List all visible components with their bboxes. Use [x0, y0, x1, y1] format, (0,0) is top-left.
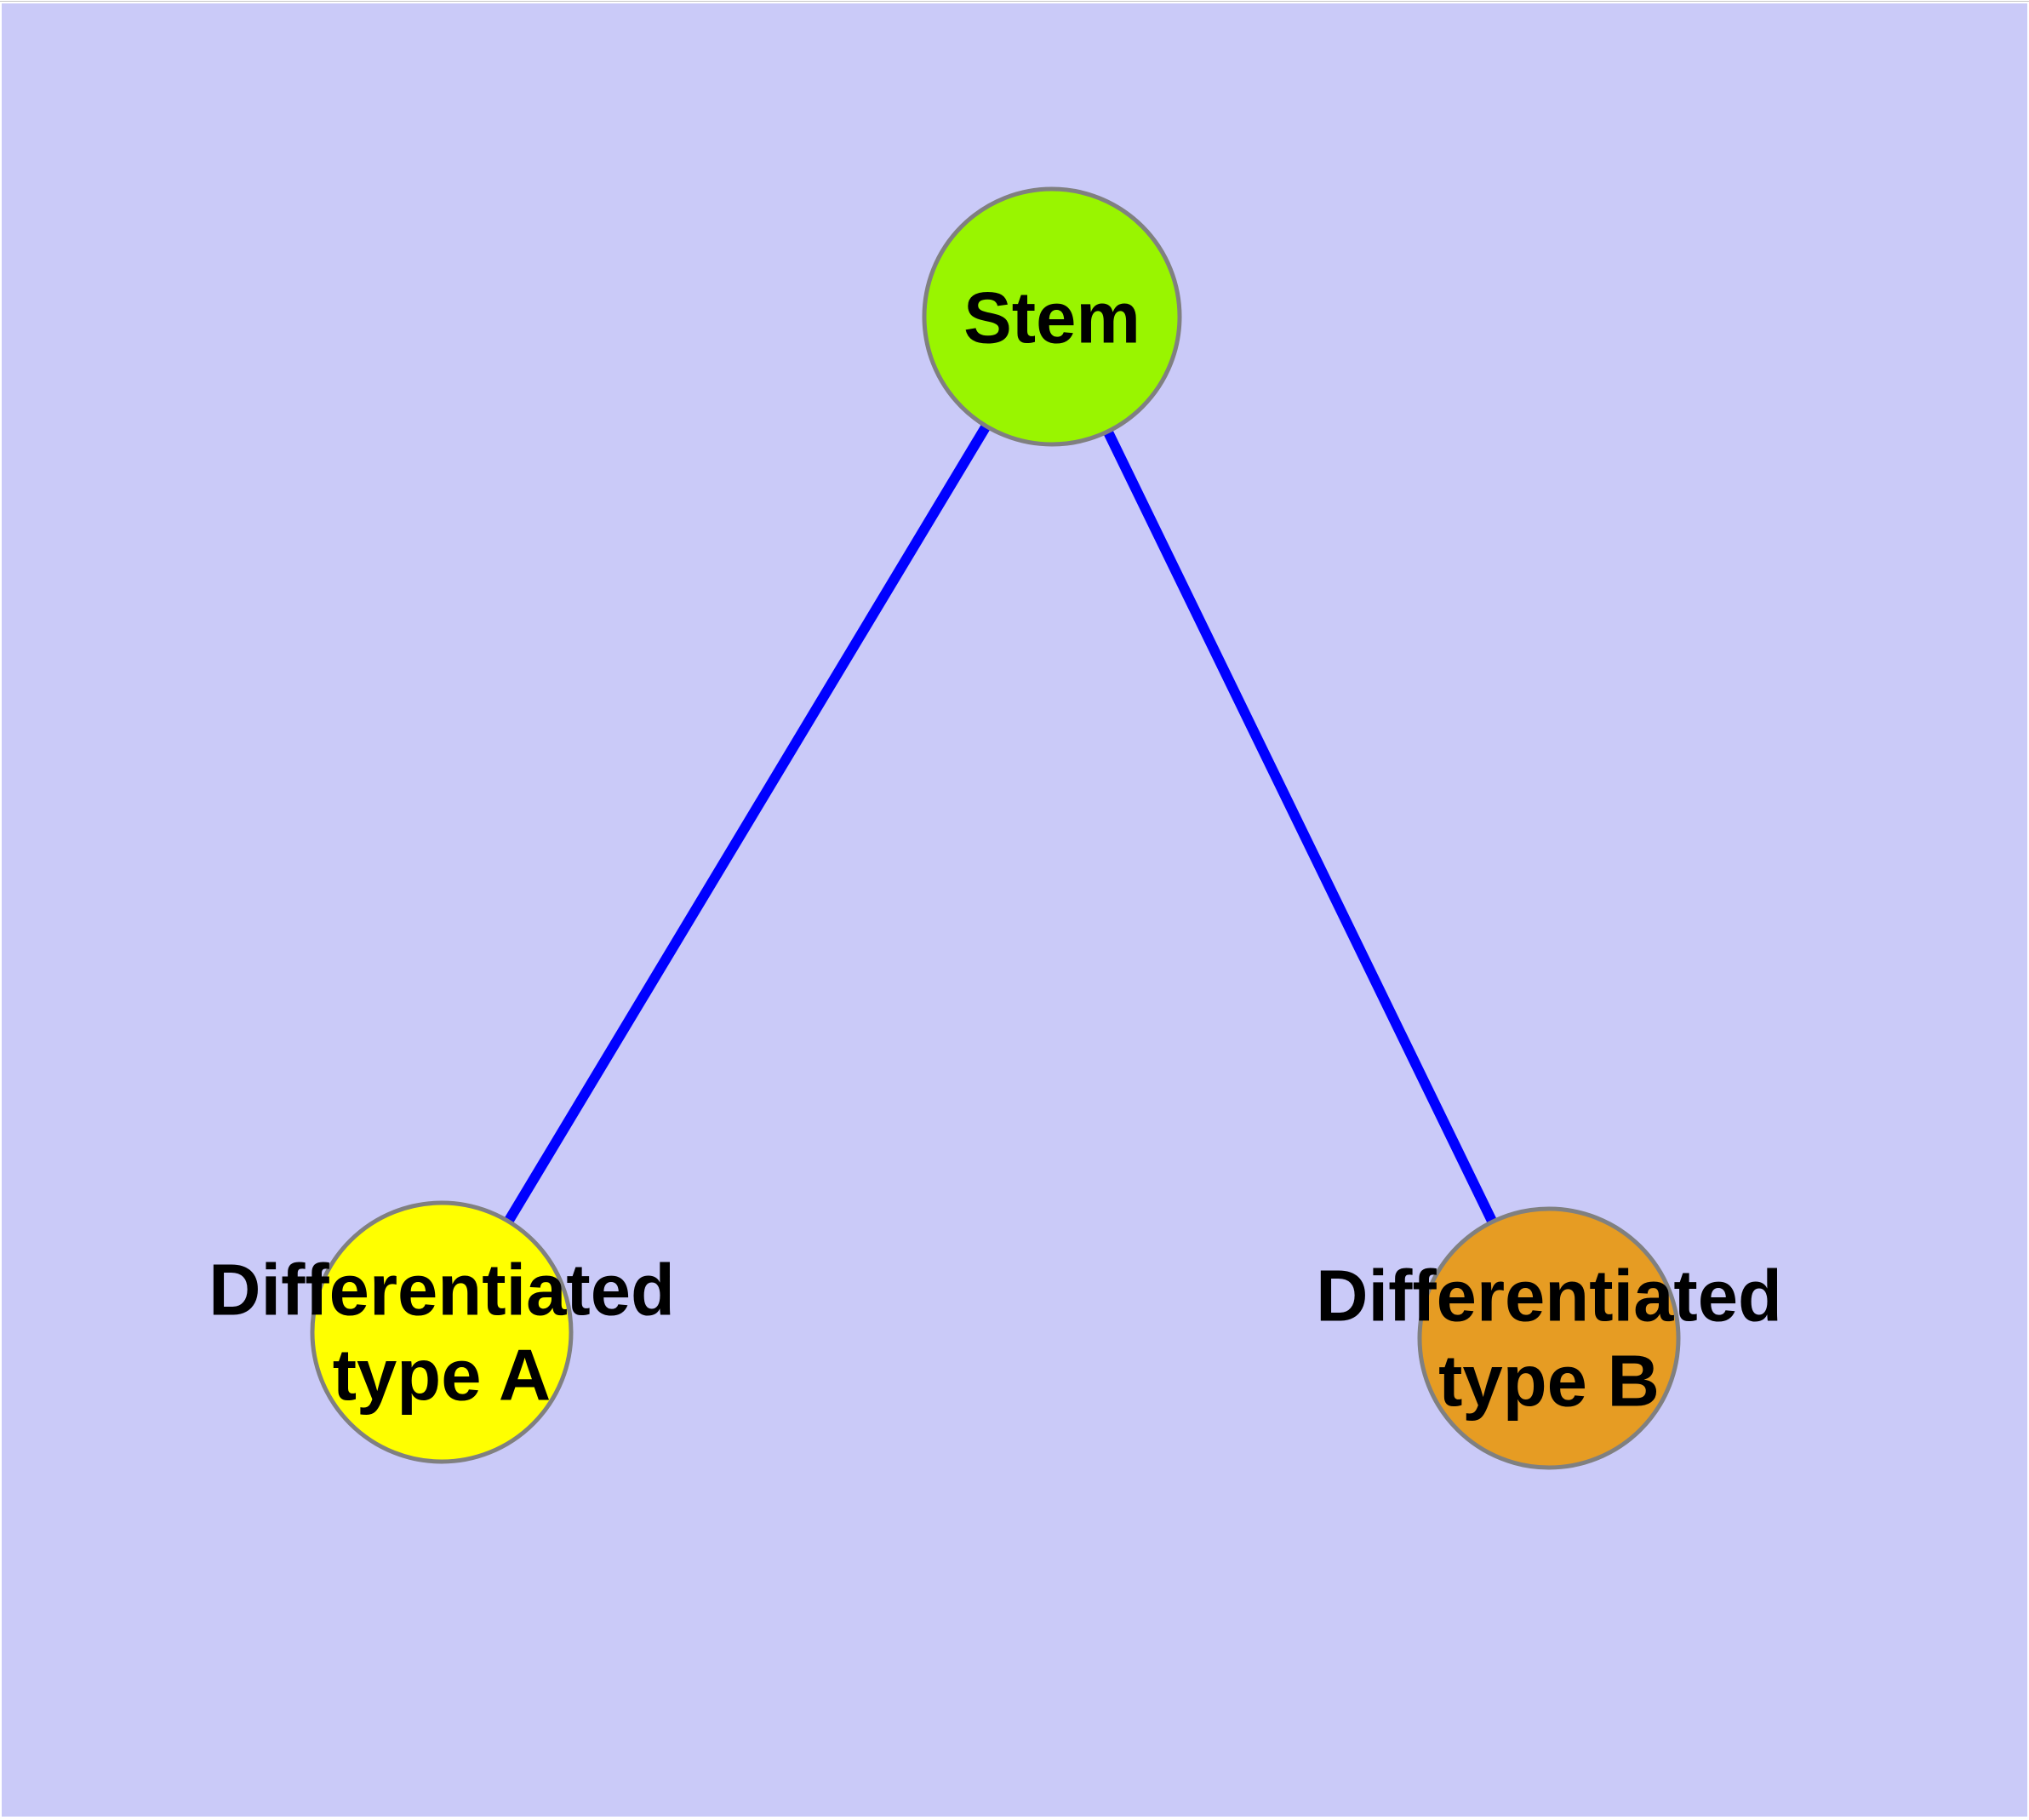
label-layer: Stem Differentiated type A Differentiate…: [209, 278, 1782, 1422]
node-differentiated-type-b[interactable]: [1417, 1206, 1681, 1470]
node-differentiated-type-a[interactable]: [310, 1200, 574, 1464]
edge-stem-to-type-b[interactable]: [1047, 314, 1554, 1341]
node-stem-label: Stem: [963, 278, 1140, 359]
node-type-a-label-line2: type A: [333, 1336, 552, 1417]
node-stem[interactable]: [922, 186, 1182, 447]
node-type-b-label-line2: type B: [1438, 1342, 1660, 1422]
edge-layer: [437, 313, 1554, 1341]
edge-stem-to-type-a[interactable]: [437, 313, 1057, 1336]
node-layer: [310, 186, 1681, 1470]
node-type-a-label-line1: Differentiated: [209, 1251, 675, 1331]
node-type-b-label-line1: Differentiated: [1316, 1256, 1782, 1337]
